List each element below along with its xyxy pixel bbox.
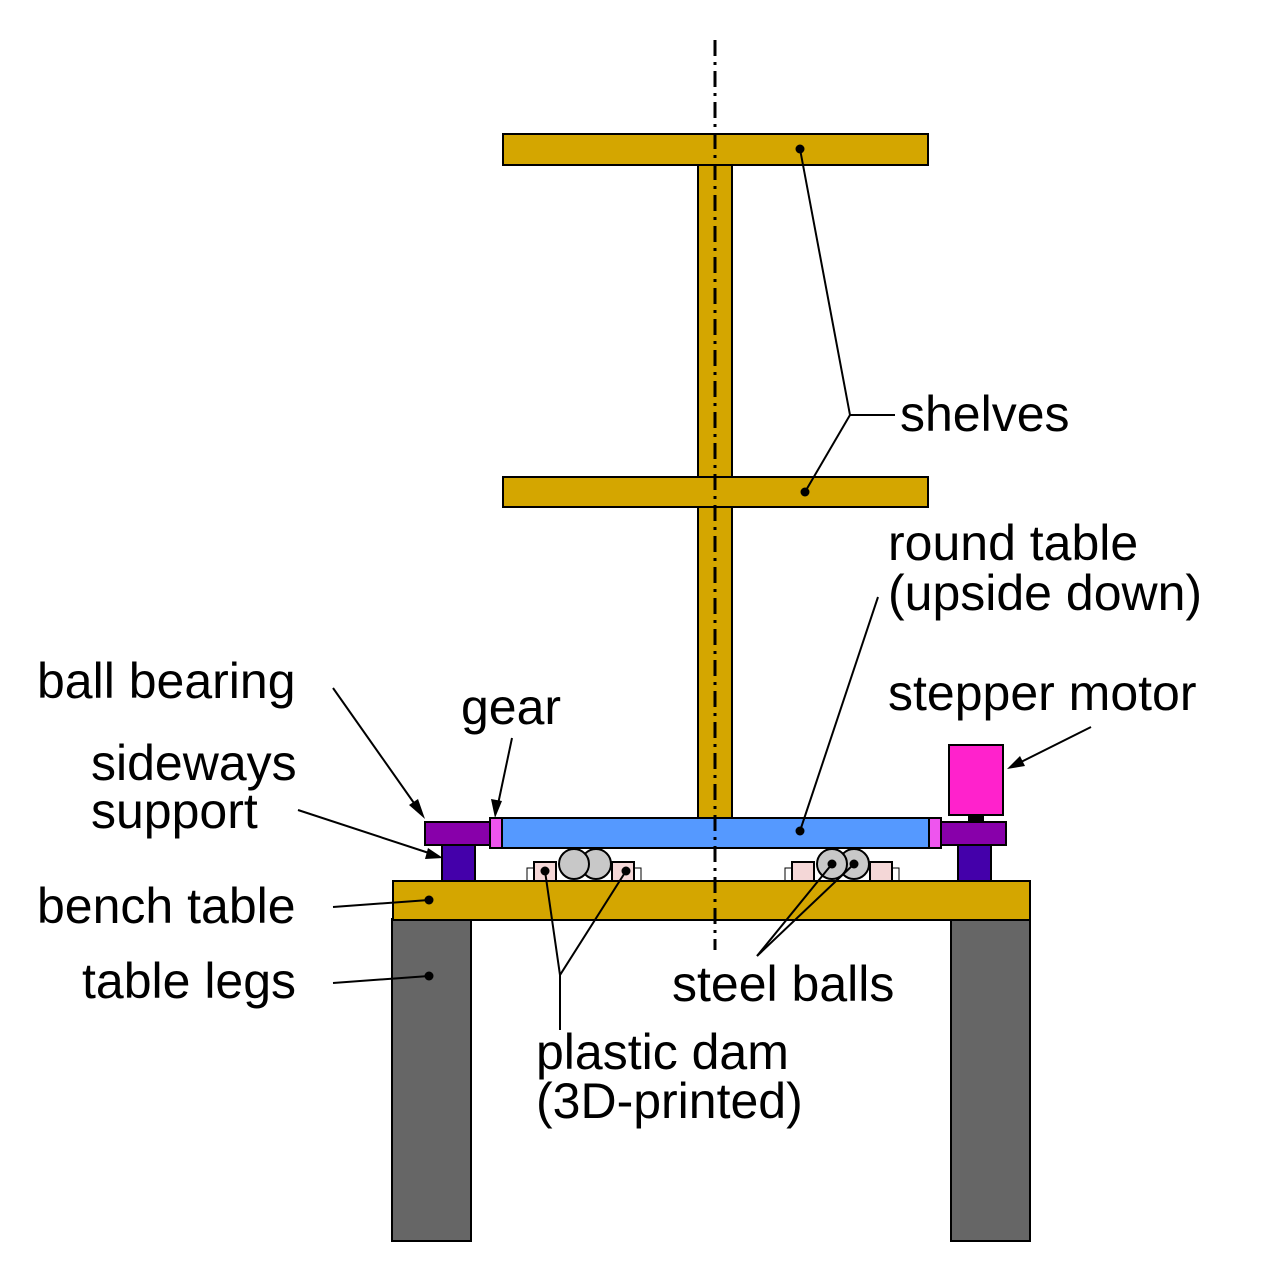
label-ball-bearing: ball bearing [37,653,296,709]
label-round-table-line2: (upside down) [888,565,1202,621]
label-bench-table: bench table [37,878,296,934]
label-gear: gear [461,679,561,735]
gear-right [928,817,942,849]
label-stepper-motor: stepper motor [888,665,1196,721]
steel-ball [558,848,590,880]
bench-table [392,880,1031,921]
label-plastic-dam-line2: (3D-printed) [536,1073,803,1129]
anchor-dots [424,144,859,981]
label-sideways-support-line1: sideways [91,735,297,791]
leader-lines [297,148,1092,1030]
arrowheads [409,756,1025,859]
stepper-motor [948,744,1004,816]
plastic-dam-right [784,861,900,882]
ball-bearing-right [940,821,1007,846]
shelf-middle [502,476,929,508]
table-leg-left [391,918,472,1242]
ball-bearing-left [424,821,491,846]
table-leg-right [950,918,1031,1242]
label-table-legs: table legs [82,953,296,1009]
label-plastic-dam-line1: plastic dam [536,1024,789,1080]
sideways-support-left [441,844,476,882]
gear-left [489,817,503,849]
stepper-motor-shaft [968,814,984,823]
label-steel-balls: steel balls [672,956,894,1012]
label-round-table-line1: round table [888,515,1138,571]
label-sideways-support-line2: support [91,783,258,839]
sideways-support-right [957,844,992,882]
label-shelves: shelves [900,386,1070,442]
